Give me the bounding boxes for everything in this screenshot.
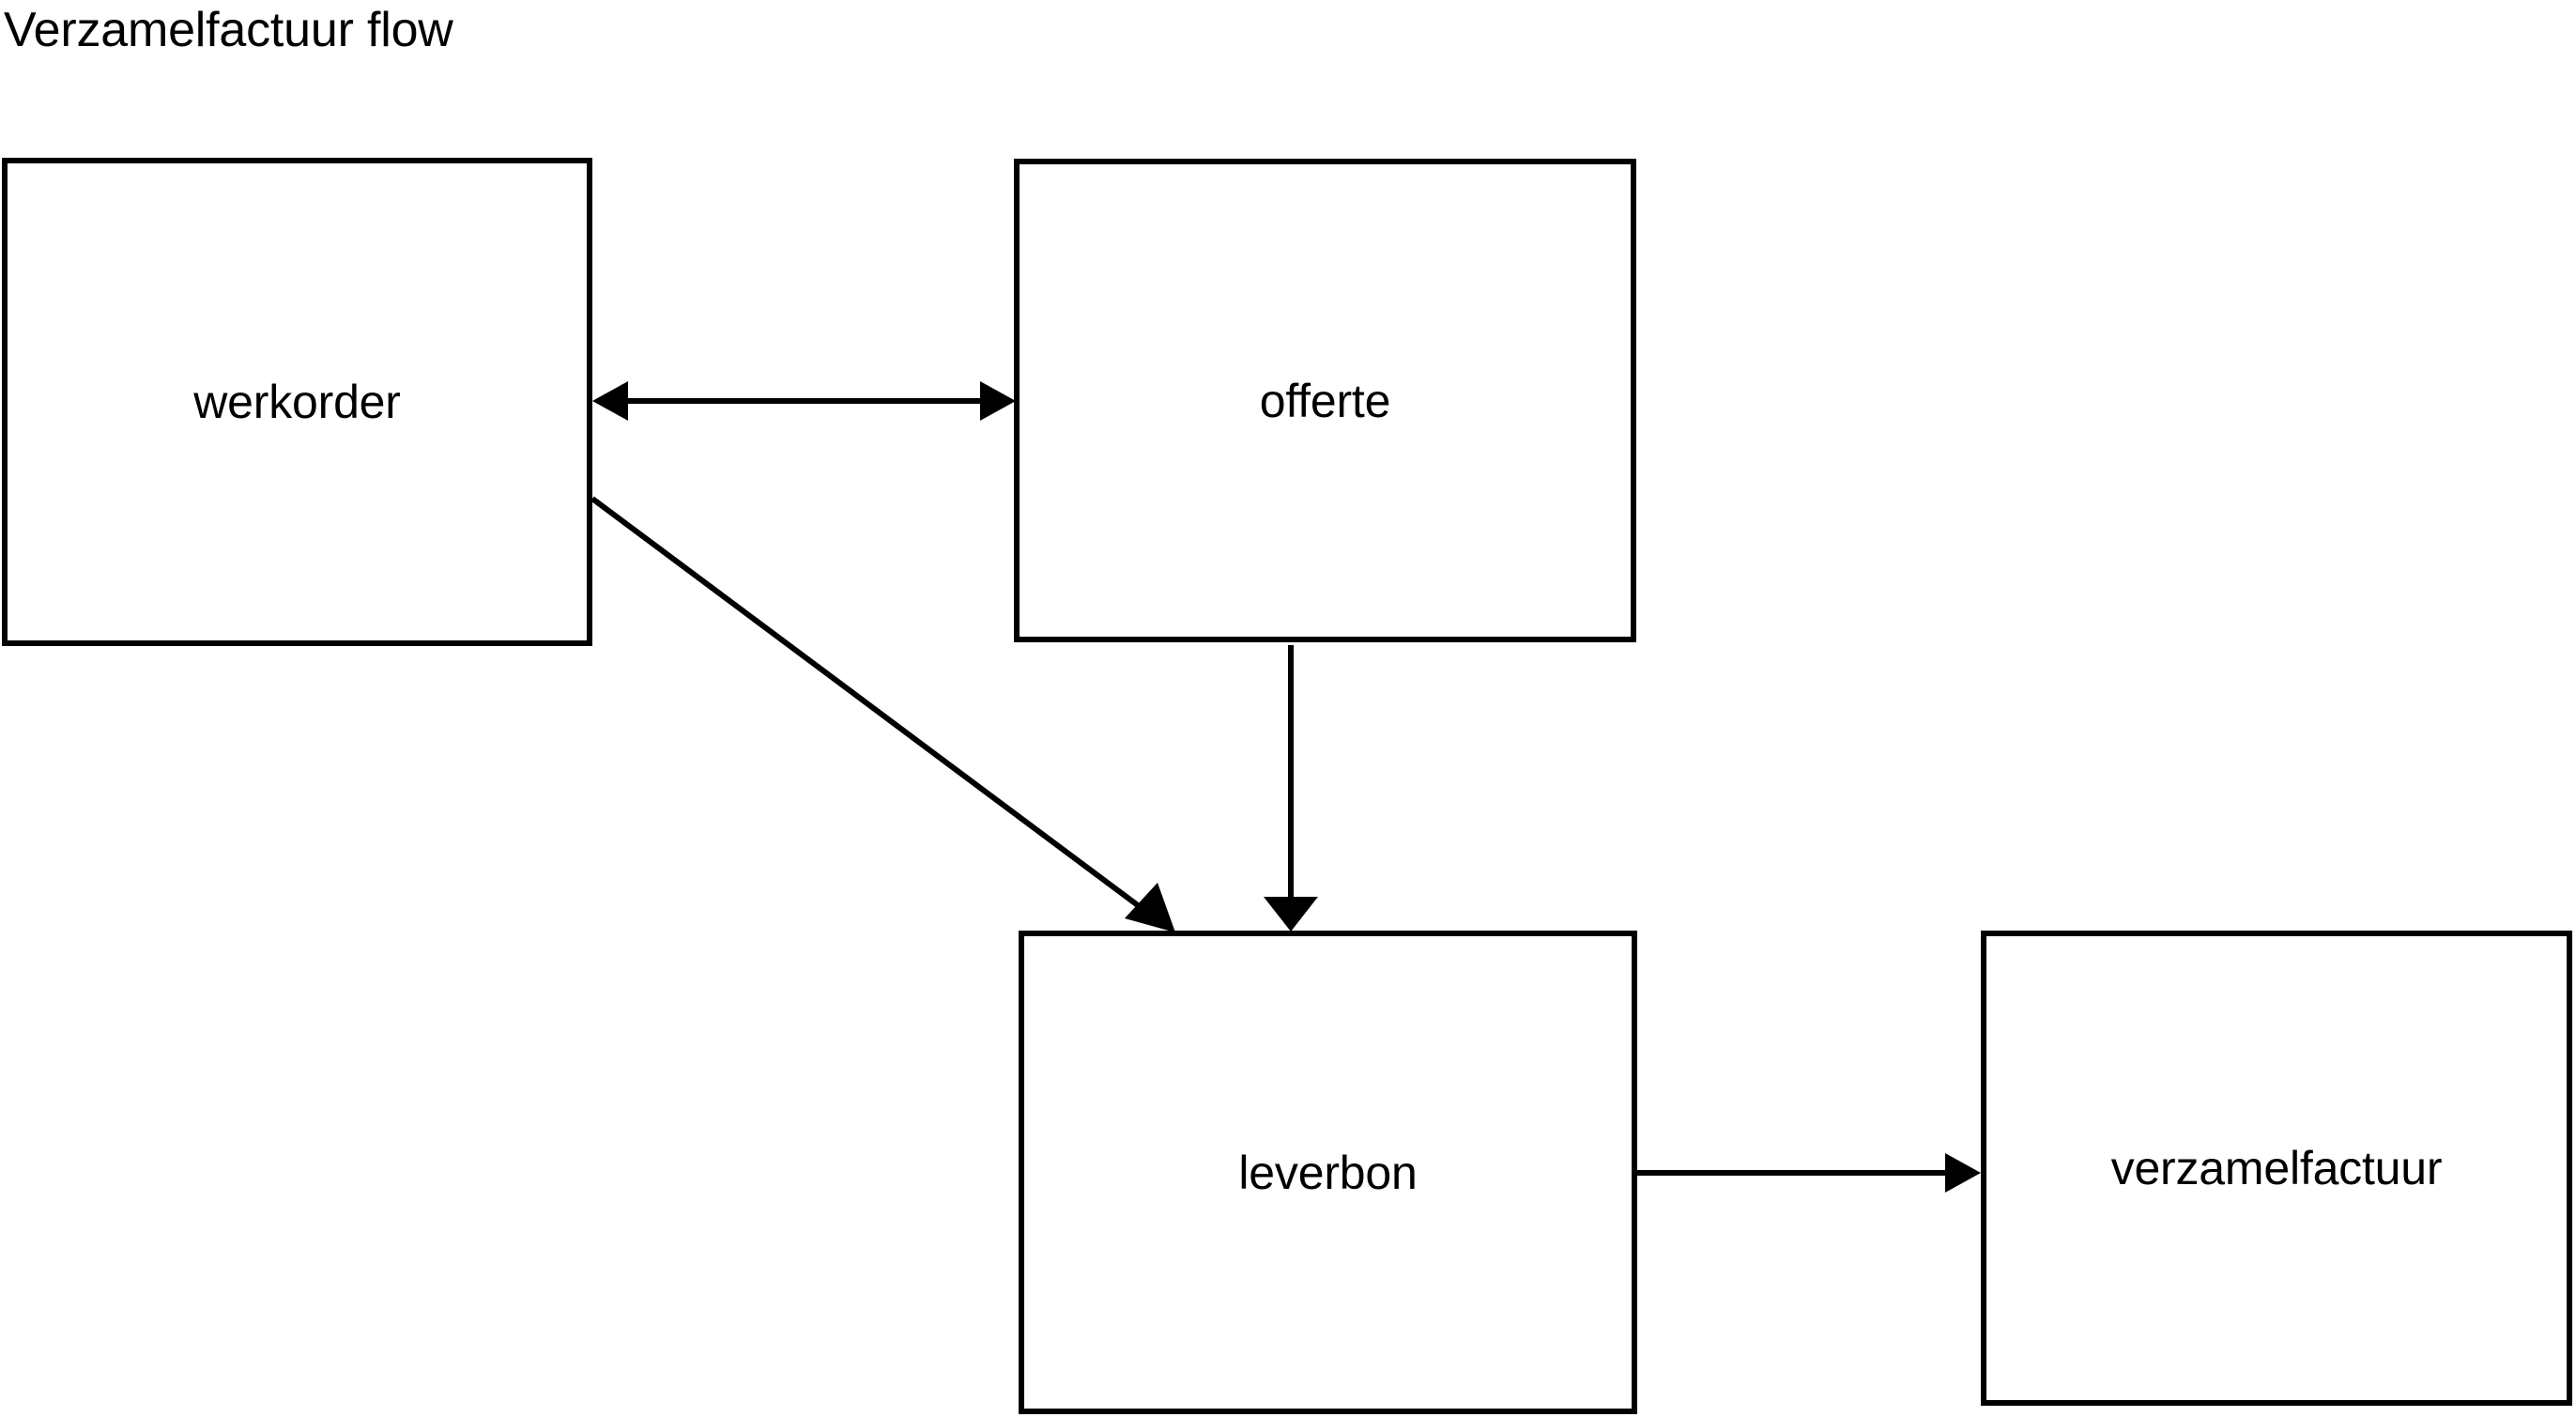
arrow-head-right [980,381,1016,421]
node-leverbon[interactable]: leverbon [1019,931,1637,1414]
arrow-head-right [1945,1153,1981,1193]
node-verzamelfactuur-label: verzamelfactuur [2110,1142,2443,1194]
edge-werkorder-offerte [592,381,1016,421]
node-werkorder-label: werkorder [193,376,401,428]
arrow-head-down [1264,897,1318,932]
page-title: Verzamelfactuur flow [4,3,453,57]
node-leverbon-label: leverbon [1238,1146,1418,1199]
arrow-head-diagonal [1125,883,1175,932]
node-offerte-label: offerte [1259,374,1391,427]
edge-leverbon-verzamelfactuur [1637,1153,1981,1193]
node-offerte[interactable]: offerte [1014,159,1636,642]
node-verzamelfactuur[interactable]: verzamelfactuur [1981,931,2572,1406]
arrow-head-left [592,381,628,421]
node-werkorder[interactable]: werkorder [2,158,592,646]
edge-offerte-leverbon [1264,645,1318,932]
